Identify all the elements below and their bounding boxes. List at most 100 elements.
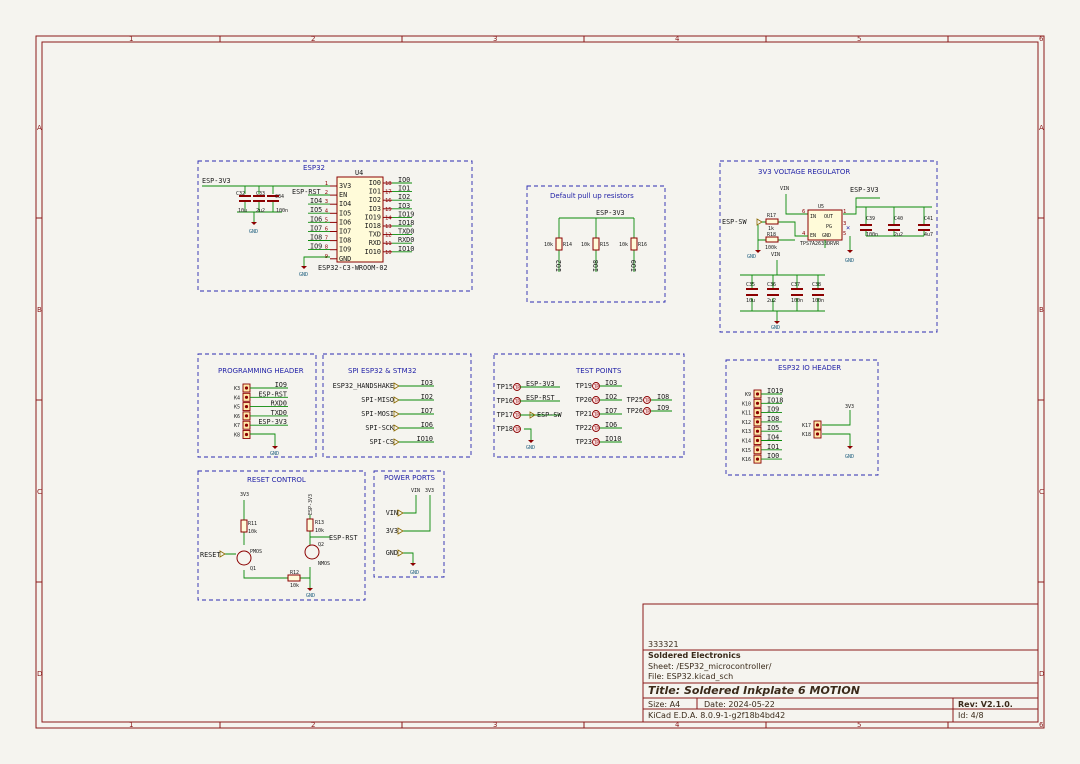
r17-val: 1k xyxy=(768,226,774,232)
u5-pinnum-en: 4 xyxy=(802,231,806,237)
r11-val: 10k xyxy=(248,529,257,535)
svg-text:R15: R15 xyxy=(600,242,609,248)
esp32-right-pin-name: IO10 xyxy=(365,248,381,256)
col-label-top: 4 xyxy=(675,35,680,43)
c32-ref: C32 xyxy=(236,191,245,197)
row-label-left: A xyxy=(37,124,42,132)
c34-ref: C34 xyxy=(275,194,284,200)
svg-text:R14: R14 xyxy=(563,242,572,248)
svg-text:R16: R16 xyxy=(638,242,647,248)
esp32-left-net-label: IO8 xyxy=(310,234,322,242)
svg-text:IO3: IO3 xyxy=(605,379,617,387)
regulator-r18 xyxy=(765,236,779,243)
u5-pin-pg: PG xyxy=(826,224,832,230)
svg-text:ESP-RST: ESP-RST xyxy=(526,394,555,402)
r13-ref: R13 xyxy=(315,520,324,526)
esp32-cap-c32: C32 10u xyxy=(236,191,251,214)
svg-text:K4: K4 xyxy=(234,395,240,401)
u5-pin-gnd: GND xyxy=(822,233,831,239)
esp32-right-pin-name: IO3 xyxy=(369,205,381,213)
svg-text:C37: C37 xyxy=(791,282,800,288)
svg-text:IO4: IO4 xyxy=(767,434,779,442)
r12-ref: R12 xyxy=(290,570,299,576)
esp32-left-pin-num: 1 xyxy=(325,181,328,187)
svg-text:ESP32_HANDSHAKE: ESP32_HANDSHAKE xyxy=(333,382,394,390)
svg-text:K6: K6 xyxy=(234,414,240,420)
svg-text:TP: TP xyxy=(515,413,520,418)
tb-tool: KiCad E.D.A. 8.0.9-1-g2f18b4bd42 xyxy=(648,711,785,720)
io-header-side-pin: K17 xyxy=(802,420,822,430)
r11-ref: R11 xyxy=(248,521,257,527)
pullup-block: Default pull up resistors ESP-3V3 R1410k… xyxy=(526,185,666,303)
tb-file: File: ESP32.kicad_sch xyxy=(648,672,733,681)
esp32-right-pin-name: IO1 xyxy=(369,188,381,196)
svg-text:TP25: TP25 xyxy=(627,396,643,404)
svg-text:K17: K17 xyxy=(802,423,811,429)
esp32-right-pin-name: IO19 xyxy=(365,213,381,221)
svg-text:4u7: 4u7 xyxy=(924,232,933,238)
regulator-block-title: 3V3 VOLTAGE REGULATOR xyxy=(758,168,850,176)
svg-text:100n: 100n xyxy=(812,298,824,304)
svg-text:C40: C40 xyxy=(894,216,903,222)
svg-text:IO6: IO6 xyxy=(605,421,617,429)
esp32-module-body xyxy=(336,176,384,263)
svg-text:10k: 10k xyxy=(544,242,553,248)
row-label-right: A xyxy=(1039,124,1044,132)
tp-block-frame xyxy=(493,353,685,458)
esp-sw-port-icon xyxy=(756,218,763,226)
svg-text:IO8: IO8 xyxy=(657,393,669,401)
c32-val: 10u xyxy=(238,208,247,214)
esp32-part: ESP32-C3-WROOM-02 xyxy=(318,264,388,272)
regulator-block-frame xyxy=(719,160,938,333)
svg-text:SPI-MOSI: SPI-MOSI xyxy=(361,410,394,418)
esp32-right-pin-num: 17 xyxy=(385,190,392,196)
reset-block-frame xyxy=(197,470,366,601)
pullup-block-title: Default pull up resistors xyxy=(550,192,634,200)
regulator-gnd-symbol-in xyxy=(774,321,780,324)
ioh-block-frame xyxy=(725,359,879,476)
power-port: 3V3 xyxy=(386,527,404,535)
svg-text:IO8: IO8 xyxy=(767,415,779,423)
svg-text:IO18: IO18 xyxy=(767,396,783,404)
reset-supply-a: 3V3 xyxy=(240,492,249,498)
regulator-vin-label: VIN xyxy=(780,186,789,192)
esp32-right-pin-name: RXD xyxy=(369,239,381,247)
io-header-side-pin: K18 xyxy=(802,429,822,439)
svg-text:C39: C39 xyxy=(866,216,875,222)
esp32-right-net-label: IO10 xyxy=(398,245,414,253)
row-label-left: B xyxy=(37,306,42,314)
prog-gnd-label: GND xyxy=(270,451,279,457)
regulator-out-label: ESP-3V3 xyxy=(850,186,879,194)
esp32-left-net-label: IO5 xyxy=(310,206,322,214)
svg-text:10k: 10k xyxy=(581,242,590,248)
svg-text:K11: K11 xyxy=(742,411,751,417)
svg-text:K13: K13 xyxy=(742,429,751,435)
r17-ref: R17 xyxy=(767,213,776,219)
q2-type: NMOS xyxy=(318,561,330,567)
esp32-right-net-label: IO19 xyxy=(398,210,414,218)
esp32-cap-c33: C33 2u2 xyxy=(253,191,265,214)
row-label-right: D xyxy=(1039,670,1044,678)
